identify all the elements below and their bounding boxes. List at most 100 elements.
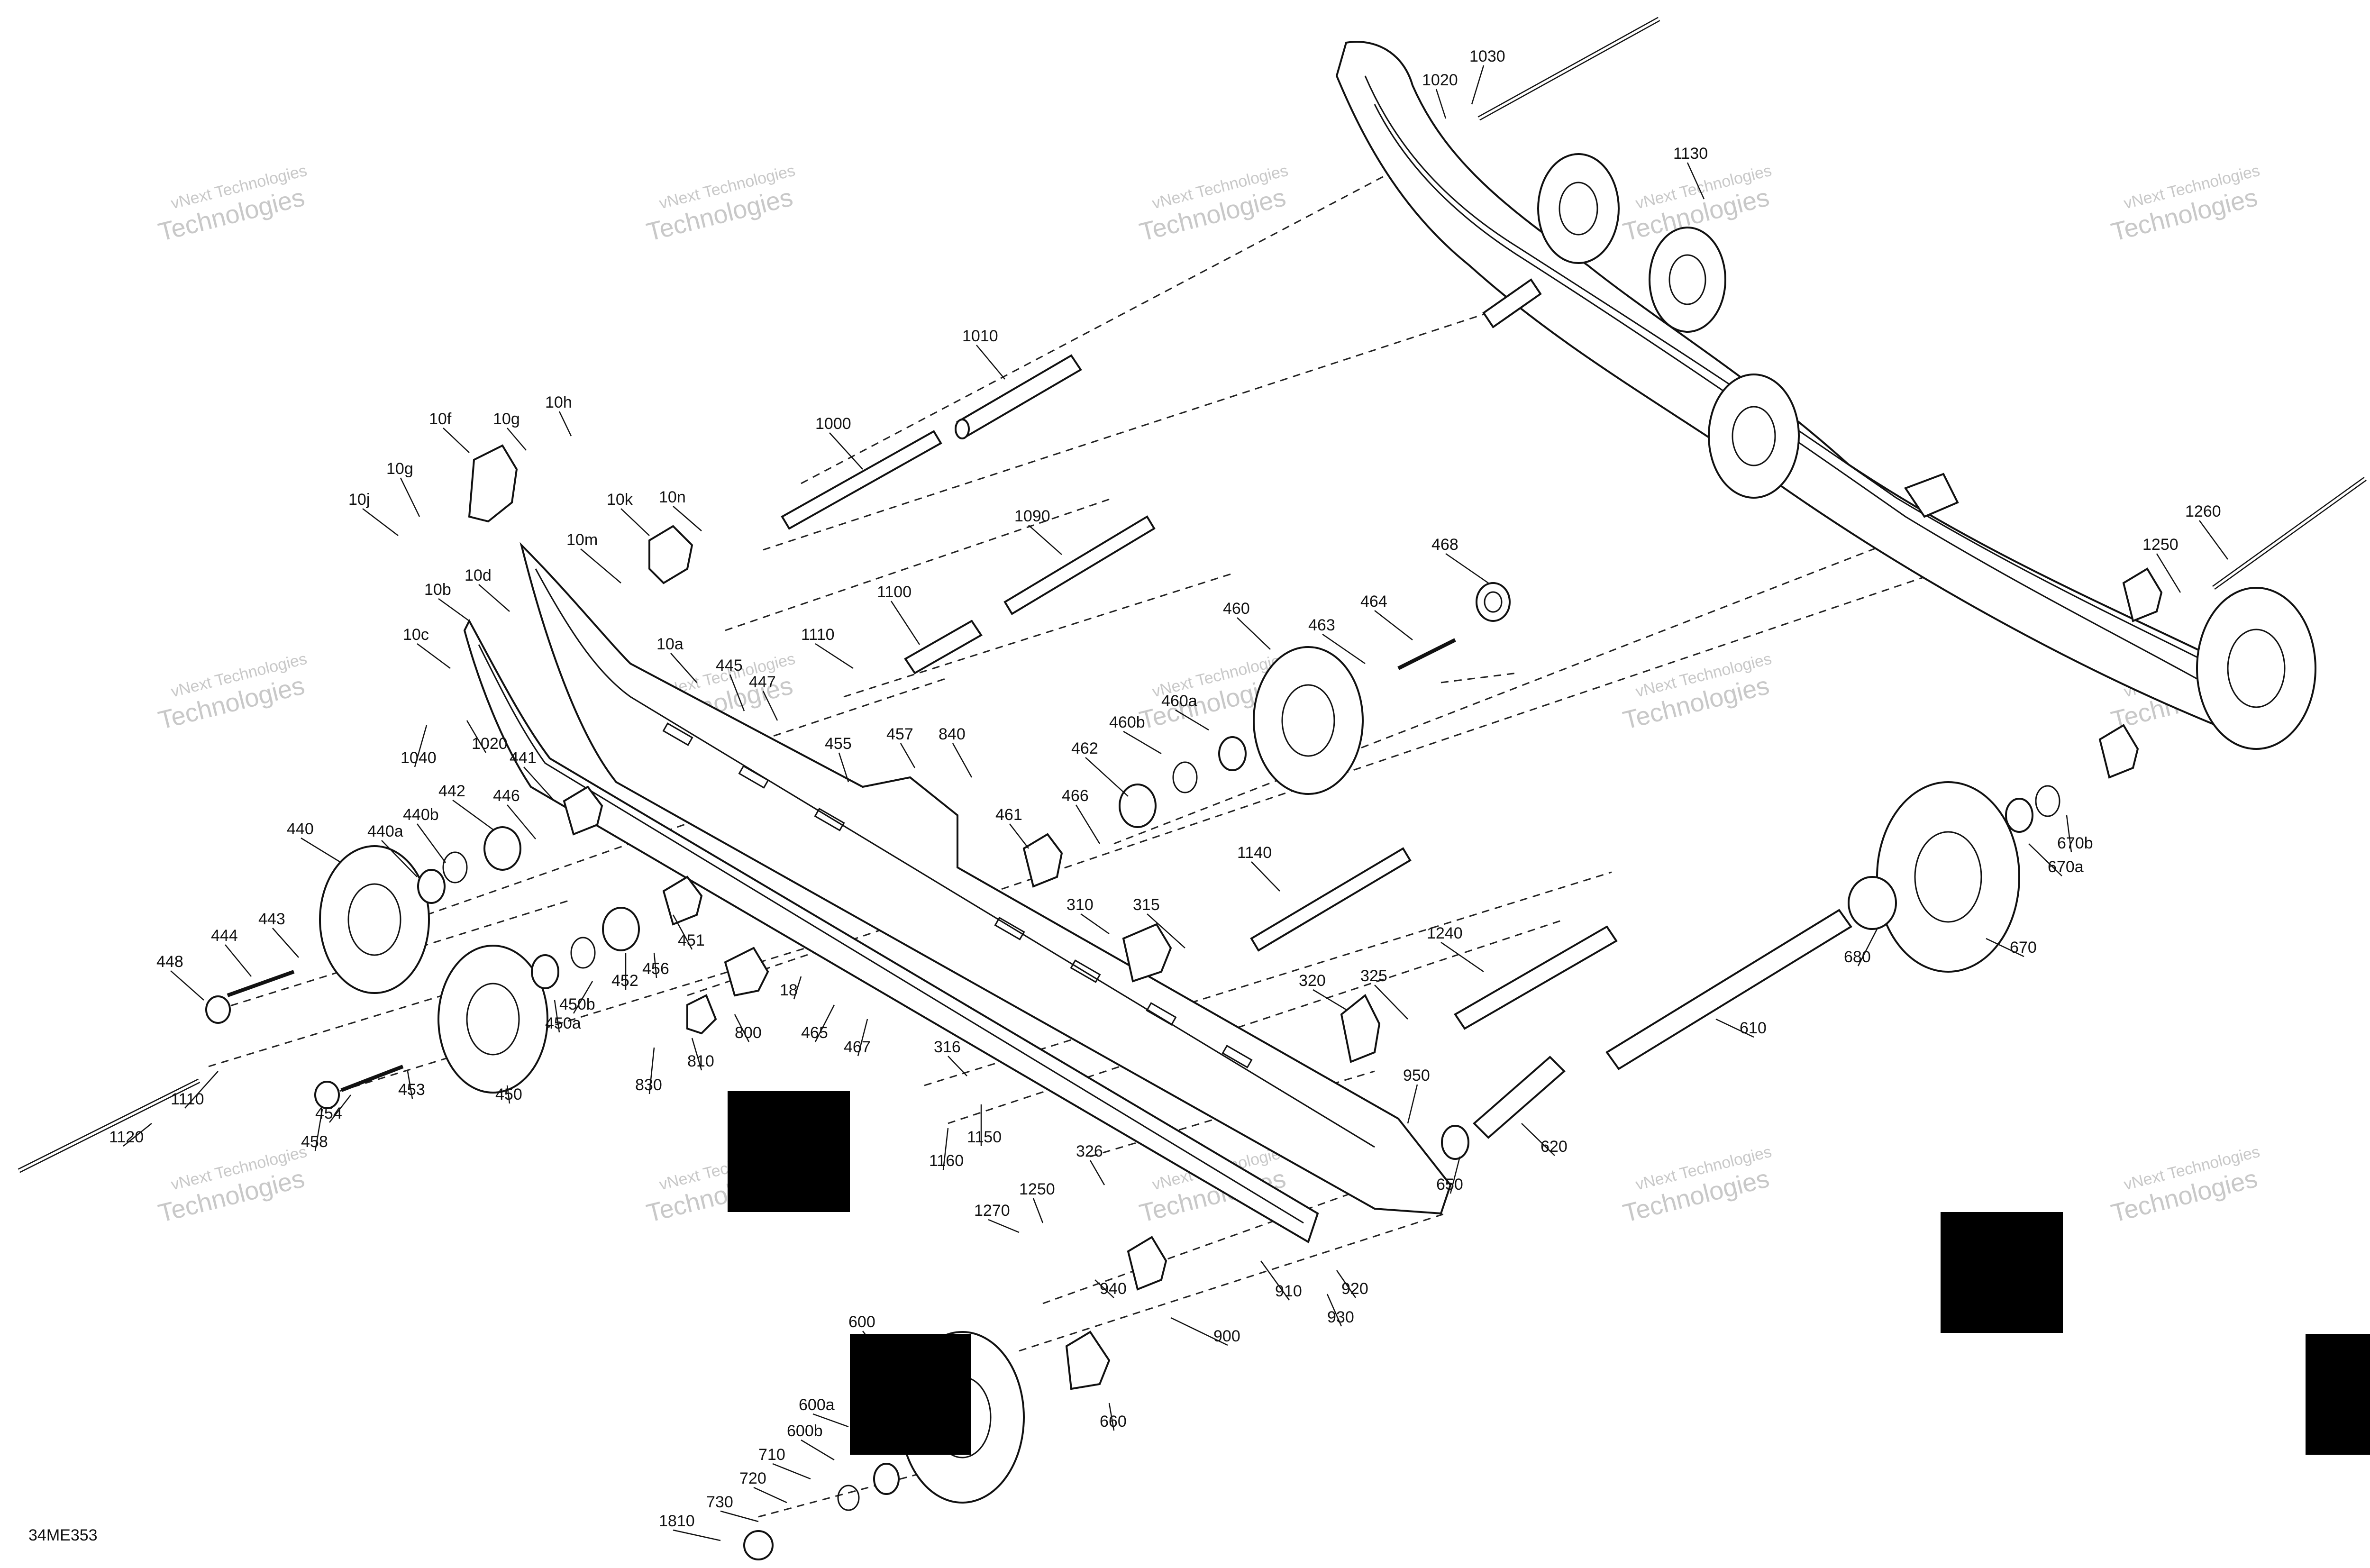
- part-label: 1260: [2185, 502, 2221, 520]
- leader-line: [416, 823, 447, 863]
- part-label: 1130: [1673, 145, 1708, 163]
- part-label: 1000: [815, 415, 851, 433]
- leader-line: [793, 976, 802, 1000]
- leader-line: [1260, 1260, 1290, 1301]
- front-rail: [463, 542, 1452, 1243]
- leader-line: [1521, 1123, 1555, 1156]
- part-label: 320: [1299, 972, 1326, 990]
- part-label: 800: [735, 1024, 762, 1042]
- leader-line: [653, 952, 657, 978]
- part-label: 1020: [1422, 71, 1458, 89]
- leader-line: [272, 928, 299, 958]
- leader-line: [1407, 1084, 1418, 1124]
- part-label: 444: [211, 927, 238, 945]
- part-label: 460a: [1161, 692, 1197, 710]
- leader-line: [1170, 1317, 1228, 1346]
- part-label: 1140: [1237, 844, 1272, 862]
- leader-line: [314, 1109, 323, 1151]
- part-label: 1110: [171, 1090, 204, 1108]
- part-label: 10b: [424, 581, 451, 599]
- leader-line: [1089, 1160, 1105, 1185]
- part-label: 441: [510, 749, 537, 767]
- part-label: 461: [995, 806, 1022, 824]
- leader-line: [1326, 1294, 1342, 1327]
- leader-line: [2156, 553, 2181, 593]
- part-label: 1040: [401, 749, 437, 767]
- leader-line: [466, 720, 487, 753]
- part-label: 10m: [566, 531, 598, 549]
- leader-line: [942, 1128, 949, 1170]
- leader-line: [523, 766, 555, 802]
- part-label: 445: [716, 656, 743, 675]
- leader-line: [762, 691, 778, 721]
- leader-line: [814, 1004, 835, 1042]
- leader-line: [1009, 823, 1029, 849]
- part-label: 600b: [787, 1422, 823, 1440]
- part-label: 458: [301, 1133, 328, 1151]
- leader-line: [573, 981, 593, 1014]
- part-label: 1240: [1427, 924, 1463, 942]
- leader-line: [857, 1019, 868, 1057]
- leader-line: [407, 1071, 413, 1099]
- leader-line: [734, 1014, 750, 1042]
- part-label: 460b: [1109, 713, 1145, 731]
- leader-line: [506, 1085, 510, 1104]
- part-label: 456: [642, 960, 669, 978]
- leader-line: [673, 506, 702, 531]
- leader-line: [772, 1463, 811, 1480]
- leader-line: [1336, 1270, 1357, 1298]
- part-label: 326: [1076, 1142, 1103, 1160]
- leader-line: [400, 477, 420, 517]
- part-label: 450a: [545, 1014, 581, 1032]
- leader-line: [1449, 1156, 1461, 1194]
- part-label: 730: [706, 1493, 733, 1511]
- part-label: 660: [1100, 1413, 1127, 1431]
- leader-line: [801, 1439, 835, 1461]
- leader-line: [729, 674, 745, 711]
- part-label: 460: [1223, 600, 1250, 618]
- part-label: 1150: [967, 1128, 1002, 1146]
- leader-line: [1085, 757, 1129, 797]
- part-label: 315: [1133, 896, 1160, 914]
- leader-line: [507, 428, 527, 451]
- part-label: 1100: [877, 583, 912, 601]
- part-label: 930: [1327, 1308, 1354, 1326]
- leader-line: [580, 548, 621, 583]
- part-label: 840: [939, 725, 966, 743]
- leader-line: [829, 432, 863, 470]
- part-label: 462: [1071, 739, 1098, 757]
- leader-line: [1028, 525, 1062, 555]
- part-label: 465: [801, 1024, 828, 1042]
- part-label: 451: [678, 931, 705, 949]
- leader-line: [1374, 985, 1408, 1020]
- redaction-box: [1941, 1212, 2063, 1333]
- part-label: 650: [1436, 1176, 1463, 1194]
- leader-line: [1080, 913, 1110, 935]
- part-label: 454: [315, 1104, 342, 1122]
- part-label: 10h: [545, 393, 572, 411]
- leader-line: [452, 799, 493, 830]
- part-label: 457: [886, 725, 913, 743]
- part-label: 466: [1062, 787, 1089, 805]
- leader-line: [1075, 804, 1101, 844]
- leader-line: [2028, 843, 2062, 876]
- part-label: 455: [825, 735, 852, 753]
- redaction-box: [728, 1091, 850, 1212]
- part-label: 1120: [109, 1128, 144, 1146]
- part-label: 440b: [403, 806, 439, 824]
- leader-line: [414, 725, 428, 767]
- part-label: 442: [438, 782, 465, 800]
- part-label: 810: [687, 1052, 714, 1070]
- leader-line: [1175, 709, 1209, 731]
- part-label: 1030: [1469, 47, 1505, 65]
- part-label: 940: [1100, 1280, 1127, 1298]
- leader-line: [691, 1038, 702, 1071]
- part-label: 450: [495, 1085, 522, 1103]
- leader-line: [443, 428, 470, 453]
- redaction-boxes: [728, 1091, 2370, 1455]
